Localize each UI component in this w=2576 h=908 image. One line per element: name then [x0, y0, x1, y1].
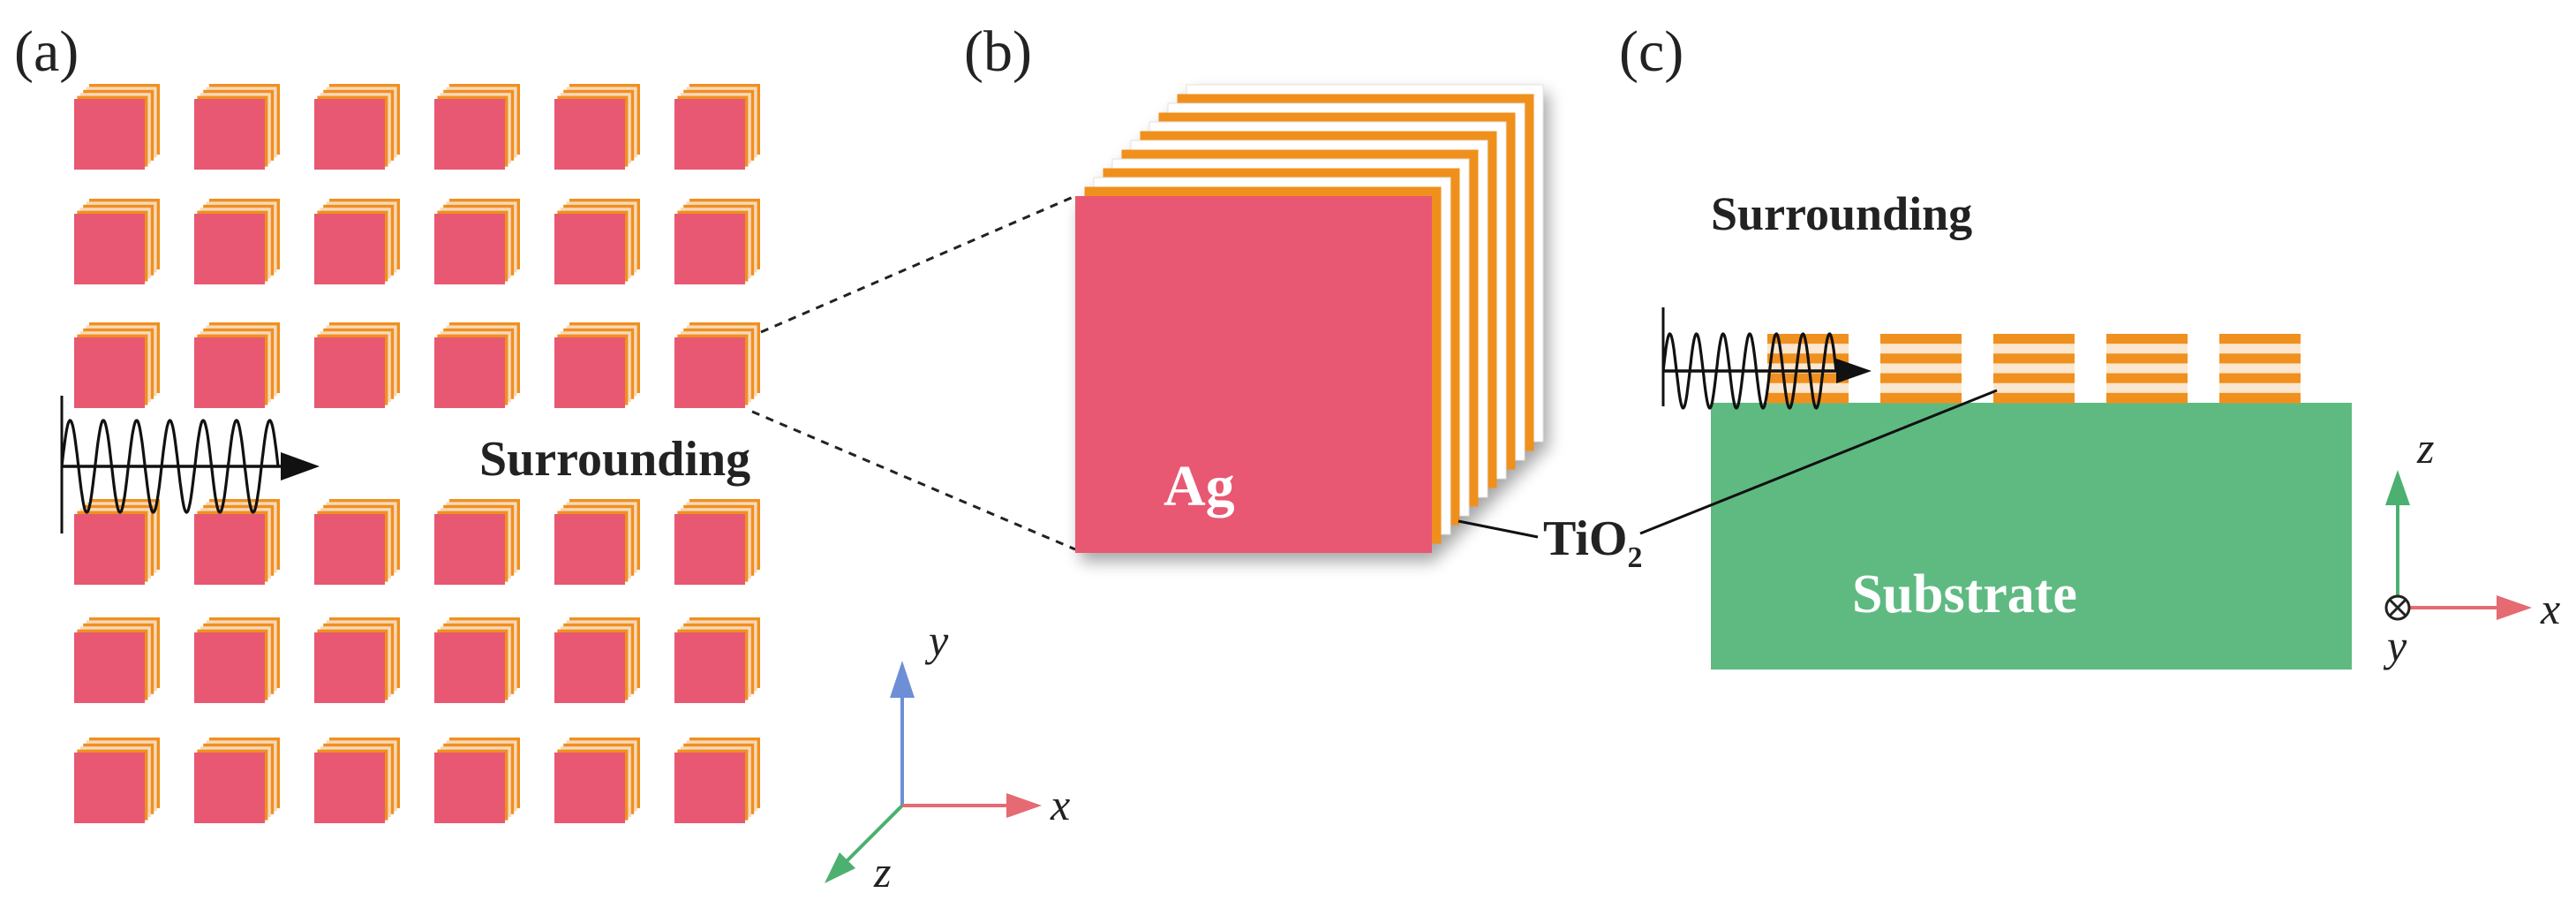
panel-a-label: (a) [14, 19, 79, 84]
axes-a: y x z [825, 616, 1070, 897]
nanocube [554, 499, 640, 585]
panel-c-label: (c) [1619, 19, 1683, 84]
nanocube [194, 617, 280, 703]
nanocube [314, 738, 400, 823]
nanocube [554, 738, 640, 823]
nanocube [674, 84, 760, 170]
tio2-pointer-b [1457, 519, 1539, 539]
nanocube-side [1993, 334, 2075, 404]
nanocube-side [2106, 334, 2188, 404]
incident-wave-a [60, 396, 320, 533]
nanocube [434, 499, 520, 585]
multilayer-cube [1075, 84, 1544, 553]
nanocube [554, 199, 640, 284]
nanocube-side [1880, 334, 1962, 404]
nanocube [554, 322, 640, 408]
substrate-label: Substrate [1852, 564, 2077, 624]
nanocube [434, 322, 520, 408]
nanocube [194, 499, 280, 585]
tio2-label: TiO2 [1543, 511, 1642, 574]
nanocube [434, 84, 520, 170]
nanocube [74, 322, 160, 408]
surrounding-label-a: Surrounding [479, 432, 750, 487]
axis-y-label-c: y [2383, 621, 2407, 670]
axis-z-label-a: z [873, 847, 891, 897]
tio2-pointer-c [1639, 389, 1998, 535]
substrate [1711, 403, 2352, 670]
nanocube [554, 84, 640, 170]
panel-b-label: (b) [964, 19, 1032, 84]
nanocube [74, 84, 160, 170]
nanocube [194, 738, 280, 823]
nanocube [314, 499, 400, 585]
nanocube [434, 738, 520, 823]
nanocube [194, 84, 280, 170]
nanocube [434, 617, 520, 703]
nanocube [674, 199, 760, 284]
nanocube-array [74, 84, 760, 823]
nanocube [314, 322, 400, 408]
nanocube [674, 738, 760, 823]
nanocube [74, 738, 160, 823]
nanocube [674, 499, 760, 585]
nanocube [434, 199, 520, 284]
nanocube-side [2219, 334, 2301, 404]
panel-a: (a) Surrounding y x z [14, 19, 1070, 897]
surrounding-label-c: Surrounding [1711, 187, 1972, 240]
nanocube [194, 322, 280, 408]
zoom-lines [751, 194, 1076, 551]
panel-b: (b) Ag TiO2 [964, 19, 1642, 574]
axes-c: z x y [2383, 423, 2560, 670]
nanocube [74, 499, 160, 585]
nanocube [674, 617, 760, 703]
panel-c: (c) Surrounding Substrate z x y [1619, 19, 2560, 670]
incident-wave-c [1661, 307, 1872, 410]
ag-label: Ag [1164, 454, 1235, 518]
nanocube [314, 199, 400, 284]
nanocube [314, 84, 400, 170]
nanocube [74, 199, 160, 284]
axis-z-label-c: z [2416, 423, 2434, 473]
axis-y-label-a: y [924, 616, 949, 665]
nanocube [314, 617, 400, 703]
nanocube [674, 322, 760, 408]
nanocube [554, 617, 640, 703]
nanocube [194, 199, 280, 284]
axis-x-label-a: x [1050, 780, 1070, 829]
axis-x-label-c: x [2540, 584, 2560, 633]
nanocube [74, 617, 160, 703]
